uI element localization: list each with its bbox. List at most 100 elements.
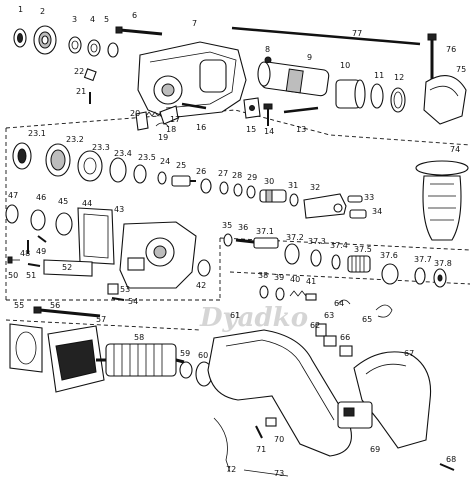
callout-37-7: 37.7 bbox=[414, 255, 432, 264]
callout-23-3: 23.3 bbox=[92, 143, 110, 152]
callout-31: 31 bbox=[288, 181, 298, 190]
part-65-spring bbox=[375, 304, 393, 318]
callout-76: 76 bbox=[446, 45, 456, 54]
part-37-6-gear bbox=[381, 263, 399, 285]
callout-56: 56 bbox=[50, 301, 60, 310]
callout-40: 40 bbox=[290, 275, 300, 284]
part-53-brush bbox=[107, 283, 119, 295]
callout-63: 63 bbox=[324, 311, 334, 320]
part-37-4-ring bbox=[331, 254, 341, 270]
callout-47: 47 bbox=[8, 191, 18, 200]
callout-1: 1 bbox=[18, 5, 23, 14]
callout-26: 26 bbox=[196, 167, 206, 176]
callout-32: 32 bbox=[310, 183, 320, 192]
callout-42: 42 bbox=[196, 281, 206, 290]
part-57-stator bbox=[47, 325, 105, 393]
callout-52: 52 bbox=[62, 263, 72, 272]
part-68-screw bbox=[439, 463, 455, 471]
part-36-shaft bbox=[235, 238, 255, 244]
part-1-ring bbox=[13, 28, 27, 48]
part-12-ring bbox=[390, 87, 406, 113]
callout-9: 9 bbox=[307, 53, 312, 62]
part-54-screw bbox=[111, 297, 125, 301]
part-69-switch bbox=[337, 401, 373, 429]
part-7-gear-housing bbox=[137, 41, 247, 119]
part-35-ring bbox=[223, 233, 233, 247]
callout-69: 69 bbox=[370, 445, 380, 454]
callout-65: 65 bbox=[362, 315, 372, 324]
callout-59: 59 bbox=[180, 349, 190, 358]
callout-70: 70 bbox=[274, 435, 284, 444]
part-23-3-gear bbox=[77, 150, 103, 182]
part-47-ring bbox=[5, 204, 19, 224]
part-51-screw bbox=[27, 263, 41, 267]
part-55-cover bbox=[9, 323, 43, 373]
part-3-washer bbox=[68, 36, 82, 54]
callout-55: 55 bbox=[14, 301, 24, 310]
part-67-rear-cover bbox=[353, 351, 432, 449]
callout-68: 68 bbox=[446, 455, 456, 464]
part-37-1-gear-shaft bbox=[253, 237, 279, 249]
part-31-ring bbox=[289, 193, 299, 207]
callout-24: 24 bbox=[160, 157, 170, 166]
callout-18: 18 bbox=[166, 125, 176, 134]
part-30-piston bbox=[259, 189, 287, 203]
part-13-pin bbox=[283, 106, 319, 114]
part-37-2-bearing bbox=[284, 243, 300, 265]
part-64-clip bbox=[337, 299, 351, 305]
callout-22: 22 bbox=[74, 67, 84, 76]
part-45-ring bbox=[55, 212, 73, 236]
part-46-ring bbox=[30, 209, 46, 231]
part-23-5-washer bbox=[133, 164, 147, 184]
part-59-bearing bbox=[179, 361, 193, 379]
callout-19: 19 bbox=[158, 133, 168, 142]
callout-50: 50 bbox=[8, 271, 18, 280]
callout-74: 74 bbox=[450, 145, 460, 154]
part-16-screw bbox=[181, 102, 207, 110]
part-23-4-ring bbox=[109, 157, 127, 183]
part-28-ring bbox=[233, 183, 243, 197]
callout-57: 57 bbox=[96, 315, 106, 324]
callout-58: 58 bbox=[134, 333, 144, 342]
part-49-screw bbox=[37, 235, 47, 243]
callout-7: 7 bbox=[192, 19, 197, 28]
callout-20: 20 bbox=[130, 109, 140, 118]
callout-71: 71 bbox=[256, 445, 266, 454]
part-17-lever bbox=[159, 105, 179, 125]
callout-34: 34 bbox=[372, 207, 382, 216]
callout-43: 43 bbox=[114, 205, 124, 214]
callout-45: 45 bbox=[58, 197, 68, 206]
callout-30: 30 bbox=[264, 177, 274, 186]
part-43-gear-cover bbox=[119, 221, 197, 289]
callout-38: 38 bbox=[258, 271, 268, 280]
part-52-plate bbox=[43, 259, 93, 277]
part-26-ring bbox=[200, 178, 212, 194]
callout-27: 27 bbox=[218, 169, 228, 178]
part-38-ring bbox=[259, 285, 269, 299]
part-75-clamp bbox=[423, 75, 467, 125]
part-11-ring bbox=[370, 83, 384, 109]
part-50-spring bbox=[7, 256, 20, 264]
callout-73: 73 bbox=[274, 469, 284, 478]
part-74-side-handle bbox=[415, 160, 469, 241]
callout-6: 6 bbox=[132, 11, 137, 20]
part-24-ring bbox=[157, 171, 167, 185]
part-27-ring bbox=[219, 181, 229, 195]
callout-37-8: 37.8 bbox=[434, 259, 452, 268]
part-18-spring bbox=[145, 111, 162, 117]
callout-35: 35 bbox=[222, 221, 232, 230]
callout-23-4: 23.4 bbox=[114, 149, 132, 158]
callout-23-5: 23.5 bbox=[138, 153, 156, 162]
callout-49: 49 bbox=[36, 247, 46, 256]
part-42-bearing bbox=[197, 259, 211, 277]
callout-21: 21 bbox=[76, 87, 86, 96]
part-10-sleeve bbox=[335, 79, 366, 109]
callout-37-4: 37.4 bbox=[330, 241, 348, 250]
callout-14: 14 bbox=[264, 127, 274, 136]
callout-13: 13 bbox=[296, 125, 306, 134]
part-40-spring bbox=[289, 290, 307, 297]
part-22-nut bbox=[83, 68, 97, 82]
callout-37-1: 37.1 bbox=[256, 227, 274, 236]
